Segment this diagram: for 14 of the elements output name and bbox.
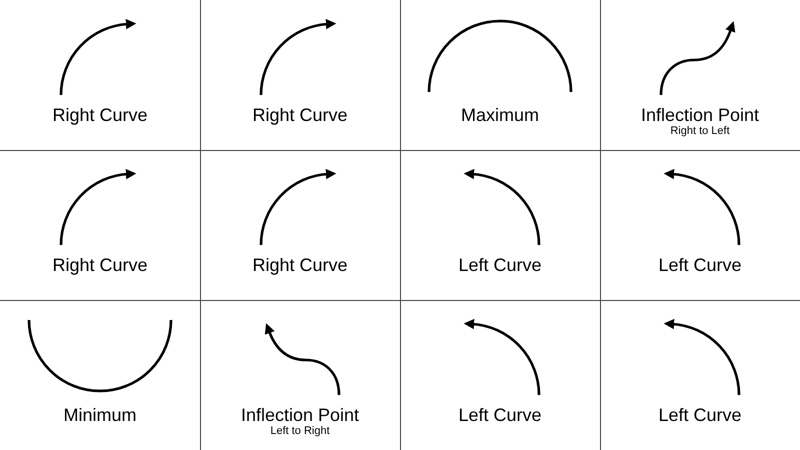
curve-subtitle: Right to Left [669, 125, 731, 138]
curve-label: Minimum [62, 404, 138, 426]
curve-label: Maximum [460, 104, 540, 126]
curve-label: Left Curve [657, 254, 743, 276]
curve-label: Right Curve [51, 104, 149, 126]
curve-subtitle: Left to Right [269, 425, 331, 438]
curve-label: Inflection Point [240, 404, 360, 426]
curve-label: Right Curve [251, 254, 349, 276]
curve-label: Right Curve [251, 104, 349, 126]
curve-label: Right Curve [51, 254, 149, 276]
curve-label: Inflection Point [640, 104, 760, 126]
curve-label: Left Curve [657, 404, 743, 426]
curve-label: Left Curve [457, 254, 543, 276]
curve-label: Left Curve [457, 404, 543, 426]
